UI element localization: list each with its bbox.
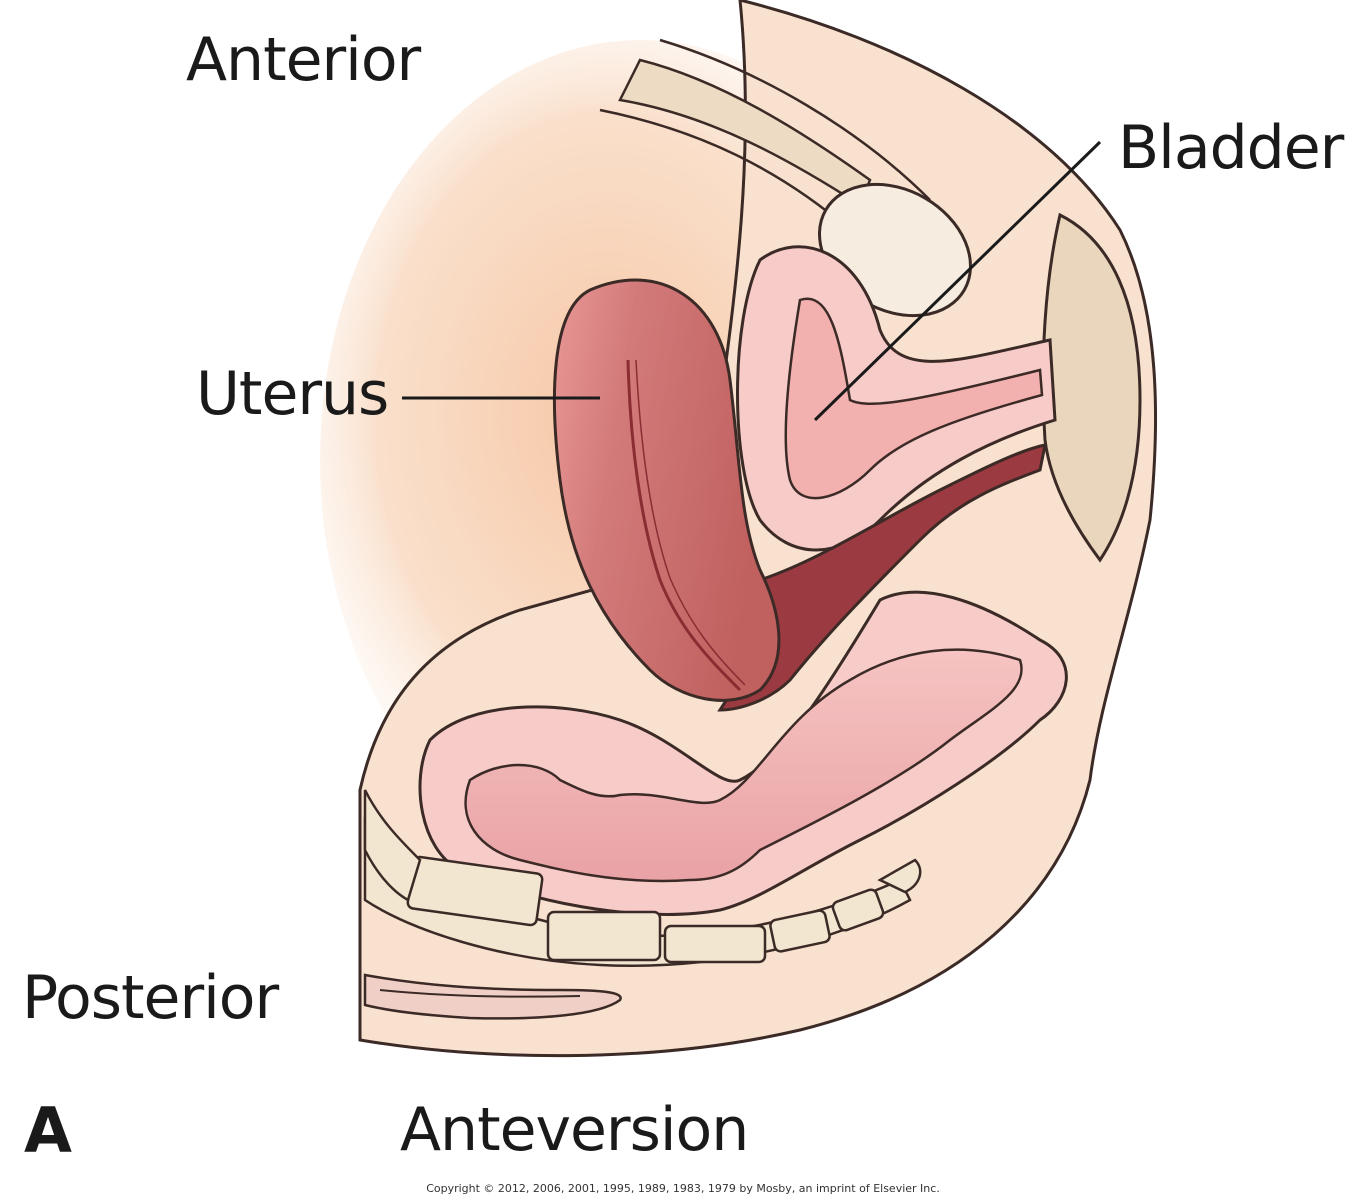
label-uterus: Uterus bbox=[196, 359, 389, 429]
rectum-lumen bbox=[464, 648, 1023, 883]
label-anterior: Anterior bbox=[186, 25, 421, 95]
uterus bbox=[552, 278, 781, 702]
abdominal-wall-line bbox=[599, 108, 851, 231]
vertebra bbox=[831, 888, 885, 932]
figure-caption: Anteversion bbox=[400, 1095, 749, 1165]
panel-letter: A bbox=[24, 1094, 72, 1167]
abdominal-wall-line-2 bbox=[659, 38, 931, 201]
vertebra bbox=[546, 910, 662, 962]
bladder-leader-line bbox=[813, 140, 1102, 422]
sacrum-upper bbox=[363, 789, 422, 902]
vaginal-canal bbox=[717, 443, 1047, 712]
anal-canal bbox=[379, 989, 581, 998]
bladder-lumen bbox=[784, 297, 1044, 500]
uterine-cavity bbox=[626, 359, 742, 692]
label-bladder: Bladder bbox=[1118, 113, 1344, 183]
copyright-notice: Copyright © 2012, 2006, 2001, 1995, 1989… bbox=[426, 1182, 940, 1195]
coccyx bbox=[877, 858, 922, 894]
uterine-cavity-inner bbox=[635, 359, 746, 686]
vertebra bbox=[769, 909, 831, 953]
label-posterior: Posterior bbox=[22, 963, 279, 1033]
vertebra bbox=[663, 924, 767, 964]
